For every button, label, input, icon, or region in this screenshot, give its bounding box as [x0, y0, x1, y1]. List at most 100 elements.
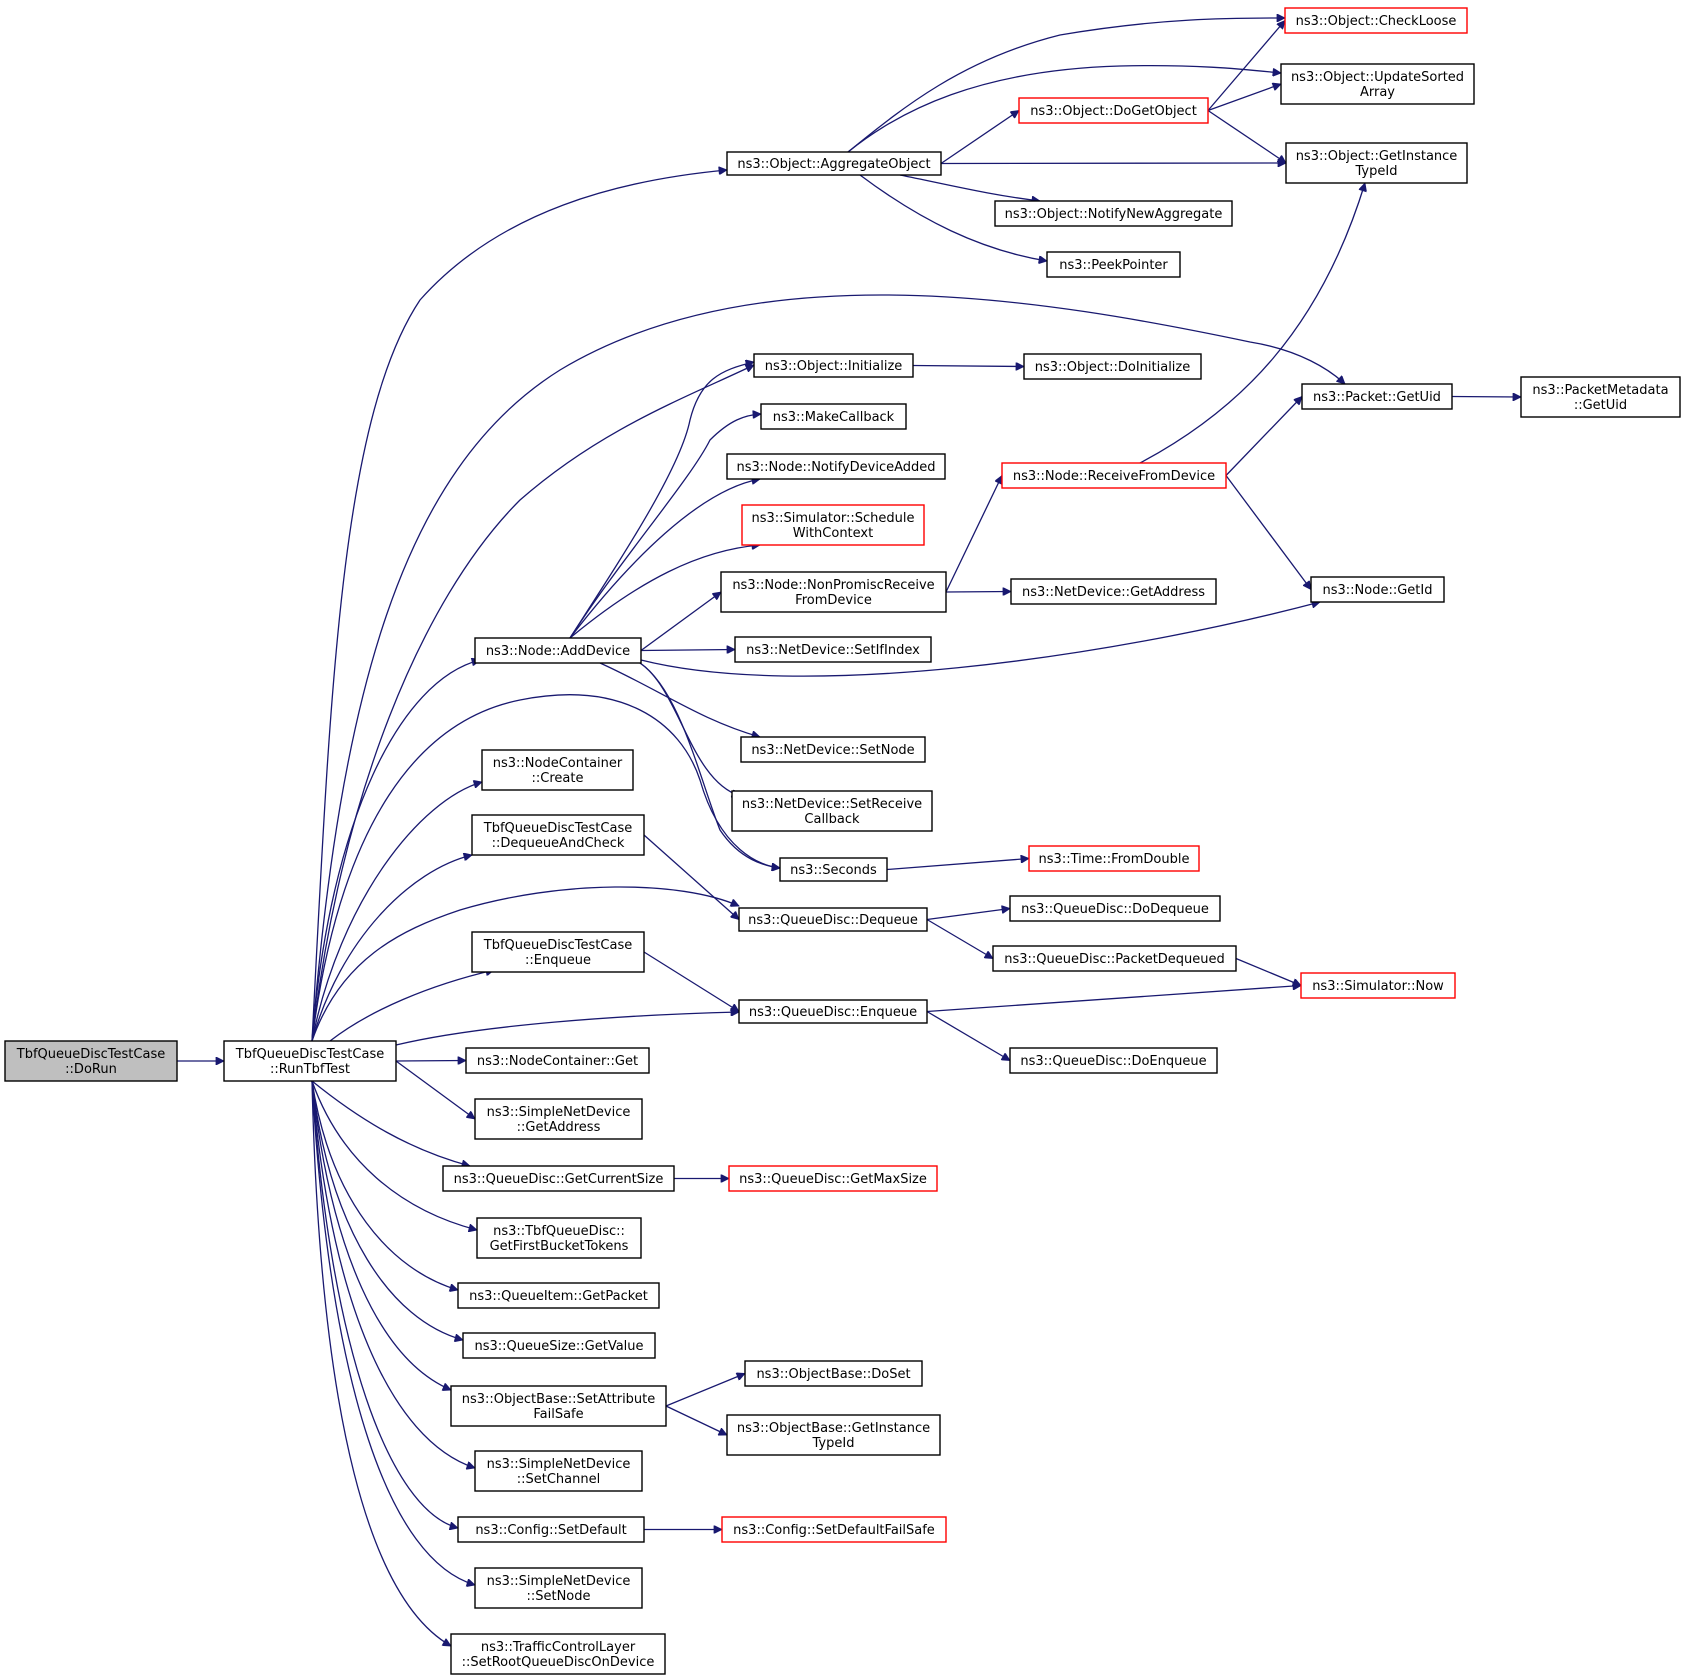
node-label: ns3::SimpleNetDevice	[487, 1457, 631, 1472]
node-getmaxsize[interactable]: ns3::QueueDisc::GetMaxSize	[728, 1165, 938, 1192]
node-makecallback[interactable]: ns3::MakeCallback	[760, 403, 907, 430]
node-box	[471, 814, 645, 856]
node-ncget[interactable]: ns3::NodeContainer::Get	[465, 1047, 650, 1074]
node-tbfenqueue[interactable]: TbfQueueDiscTestCase::Enqueue	[471, 931, 645, 973]
edge-runtbf-to-packetgetuid	[311, 294, 1345, 1042]
edge-qddequeue-to-packetdequeued	[926, 918, 993, 960]
node-fromdouble[interactable]: ns3::Time::FromDouble	[1028, 845, 1200, 872]
node-label: ns3::Node::ReceiveFromDevice	[1013, 469, 1215, 484]
edge-aggregate-to-checkloose	[847, 18, 1285, 153]
node-box	[741, 504, 925, 546]
node-adddevice[interactable]: ns3::Node::AddDevice	[474, 637, 642, 664]
node-qddequeue[interactable]: ns3::QueueDisc::Dequeue	[738, 907, 928, 932]
node-packetdequeued[interactable]: ns3::QueueDisc::PacketDequeued	[992, 945, 1237, 972]
node-dorun[interactable]: TbfQueueDiscTestCase::DoRun	[4, 1040, 178, 1082]
node-label: ns3::ObjectBase::SetAttribute	[462, 1392, 656, 1407]
node-box	[994, 200, 1233, 227]
node-checkloose[interactable]: ns3::Object::CheckLoose	[1284, 7, 1468, 34]
node-box	[1300, 972, 1456, 999]
node-label: ::GetAddress	[517, 1120, 601, 1135]
node-qdenqueue[interactable]: ns3::QueueDisc::Enqueue	[738, 999, 928, 1024]
node-label: ns3::NetDevice::GetAddress	[1022, 585, 1205, 600]
node-box	[720, 571, 947, 613]
node-initialize[interactable]: ns3::Object::Initialize	[753, 353, 914, 378]
node-pmgetuid[interactable]: ns3::PacketMetadata::GetUid	[1520, 376, 1681, 418]
node-dogetobject[interactable]: ns3::Object::DoGetObject	[1018, 97, 1209, 124]
edges-layer	[177, 18, 1521, 1647]
edge-adddevice-to-setreceivecb	[639, 662, 740, 796]
node-label: ns3::Seconds	[790, 863, 877, 878]
node-nccreate[interactable]: ns3::NodeContainer::Create	[481, 749, 634, 791]
node-box	[442, 1165, 675, 1192]
node-ndsetnode[interactable]: ns3::NetDevice::SetNode	[740, 736, 926, 763]
node-label: ns3::SimpleNetDevice	[487, 1574, 631, 1589]
node-label: ns3::NetDevice::SetIfIndex	[746, 643, 920, 658]
node-box	[726, 453, 946, 480]
edge-qddequeue-to-dodequeue	[926, 909, 1010, 921]
node-sndsetnode[interactable]: ns3::SimpleNetDevice::SetNode	[474, 1567, 643, 1609]
node-nodegetid[interactable]: ns3::Node::GetId	[1310, 576, 1445, 603]
node-label: ns3::Config::SetDefaultFailSafe	[733, 1523, 935, 1538]
node-box	[738, 907, 928, 932]
node-label: ns3::QueueDisc::GetCurrentSize	[454, 1172, 664, 1187]
edge-adddevice-to-initialize	[569, 362, 754, 639]
node-label: ns3::PeekPointer	[1059, 258, 1168, 273]
node-box	[450, 1633, 666, 1675]
edge-receivefromdevice-to-packetgetuid	[1225, 397, 1302, 476]
node-firstbuckettokens[interactable]: ns3::TbfQueueDisc::GetFirstBucketTokens	[476, 1217, 642, 1259]
node-setdefault[interactable]: ns3::Config::SetDefault	[457, 1516, 645, 1543]
edge-runtbf-to-ncget	[395, 1061, 466, 1062]
node-peekpointer[interactable]: ns3::PeekPointer	[1046, 251, 1181, 278]
edge-runtbf-to-sndgetaddress	[395, 1060, 475, 1119]
node-box	[476, 1217, 642, 1259]
node-packetgetuid[interactable]: ns3::Packet::GetUid	[1301, 383, 1453, 410]
node-label: ns3::NodeContainer::Get	[477, 1054, 638, 1069]
node-dequeueandcheck[interactable]: TbfQueueDiscTestCase::DequeueAndCheck	[471, 814, 645, 856]
node-doset[interactable]: ns3::ObjectBase::DoSet	[744, 1360, 923, 1387]
node-setrootqueuedisc[interactable]: ns3::TrafficControlLayer::SetRootQueueDi…	[450, 1633, 666, 1675]
node-setifindex[interactable]: ns3::NetDevice::SetIfIndex	[734, 636, 932, 663]
node-box	[1028, 845, 1200, 872]
node-label: ns3::MakeCallback	[773, 410, 895, 425]
node-label: ::DoRun	[65, 1062, 117, 1077]
node-label: ns3::QueueDisc::DoEnqueue	[1020, 1054, 1206, 1069]
node-ndgetaddress[interactable]: ns3::NetDevice::GetAddress	[1010, 578, 1217, 605]
node-setchannel[interactable]: ns3::SimpleNetDevice::SetChannel	[474, 1450, 643, 1492]
node-box	[474, 1450, 643, 1492]
node-getpacket[interactable]: ns3::QueueItem::GetPacket	[457, 1282, 660, 1309]
edge-runtbf-to-qdenqueue	[395, 1012, 739, 1046]
node-dodequeue[interactable]: ns3::QueueDisc::DoDequeue	[1009, 895, 1221, 922]
node-aggregate[interactable]: ns3::Object::AggregateObject	[726, 151, 942, 176]
node-receivefromdevice[interactable]: ns3::Node::ReceiveFromDevice	[1001, 462, 1227, 489]
node-label: ::Create	[532, 771, 584, 786]
node-doinitialize[interactable]: ns3::Object::DoInitialize	[1023, 353, 1202, 380]
edge-adddevice-to-nodegetid	[640, 602, 1320, 677]
node-notifydeviceadded[interactable]: ns3::Node::NotifyDeviceAdded	[726, 453, 946, 480]
edge-adddevice-to-ndsetnode	[599, 662, 760, 737]
node-label: Callback	[804, 812, 860, 827]
node-box	[740, 736, 926, 763]
edge-runtbf-to-setattrfailsafe	[311, 1080, 451, 1390]
node-getcurrentsize[interactable]: ns3::QueueDisc::GetCurrentSize	[442, 1165, 675, 1192]
node-sndgetaddress[interactable]: ns3::SimpleNetDevice::GetAddress	[474, 1098, 643, 1140]
node-notifynewagg[interactable]: ns3::Object::NotifyNewAggregate	[994, 200, 1233, 227]
node-box	[1010, 578, 1217, 605]
node-simnow[interactable]: ns3::Simulator::Now	[1300, 972, 1456, 999]
node-doenqueue[interactable]: ns3::QueueDisc::DoEnqueue	[1009, 1047, 1218, 1074]
node-setdefaultfailsafe[interactable]: ns3::Config::SetDefaultFailSafe	[721, 1516, 947, 1543]
node-box	[1046, 251, 1181, 278]
node-getvalue[interactable]: ns3::QueueSize::GetValue	[462, 1332, 656, 1359]
node-runtbf[interactable]: TbfQueueDiscTestCase::RunTbfTest	[223, 1040, 397, 1082]
node-label: ns3::Object::DoGetObject	[1030, 104, 1197, 119]
node-box	[450, 1385, 667, 1427]
node-label: ns3::QueueDisc::GetMaxSize	[739, 1172, 927, 1187]
node-label: ns3::Node::AddDevice	[486, 644, 630, 659]
node-seconds[interactable]: ns3::Seconds	[779, 857, 888, 882]
